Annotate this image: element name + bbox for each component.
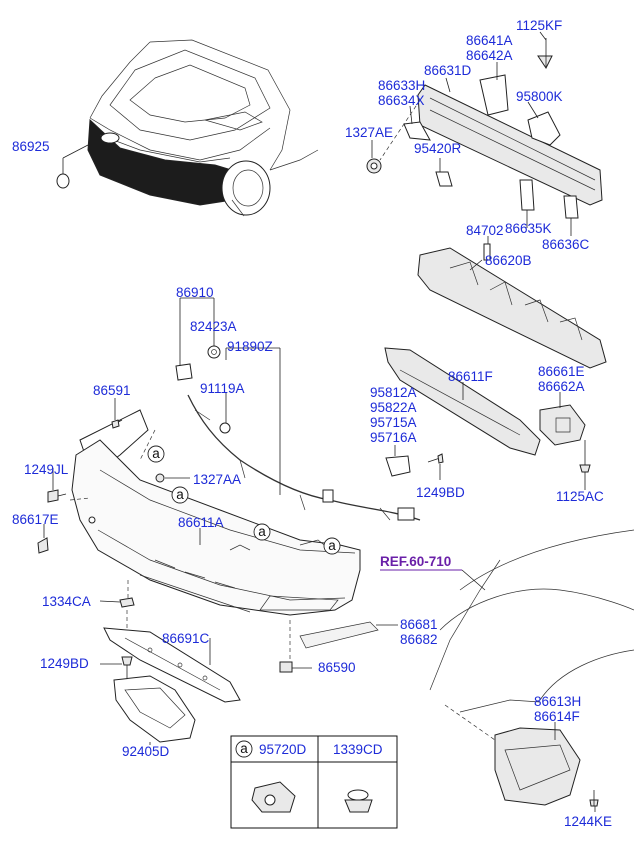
legend-marker: a <box>240 741 248 756</box>
part-label-86641a[interactable]: 86641A <box>466 33 513 48</box>
part-label-86631d[interactable]: 86631D <box>424 63 472 78</box>
part-labels: 86925 1125KF 86641A 86642A 86631D 86633H… <box>12 18 612 829</box>
part-label-86633h[interactable]: 86633H <box>378 78 425 93</box>
part-label-1327aa[interactable]: 1327AA <box>193 472 241 487</box>
part-label-86925[interactable]: 86925 <box>12 139 50 154</box>
part-label-1249bd-left[interactable]: 1249BD <box>40 656 89 671</box>
part-label-86691c[interactable]: 86691C <box>162 631 210 646</box>
callout-marker: a <box>258 524 266 539</box>
reference-link[interactable]: REF.60-710 <box>380 554 451 569</box>
callout-marker: a <box>152 446 160 461</box>
part-label-1249jl[interactable]: 1249JL <box>24 462 69 477</box>
part-label-95812a[interactable]: 95812A <box>370 385 417 400</box>
legend-labels: a 95720D 1339CD <box>235 740 383 758</box>
part-label-86591[interactable]: 86591 <box>93 383 131 398</box>
leader-lines <box>43 31 596 812</box>
part-label-1249bd-right[interactable]: 1249BD <box>416 485 465 500</box>
part-label-95715a[interactable]: 95715A <box>370 415 417 430</box>
wiring-harness <box>187 394 421 521</box>
part-label-86910[interactable]: 86910 <box>176 285 214 300</box>
part-label-86661e[interactable]: 86661E <box>538 364 585 379</box>
part-label-86635k[interactable]: 86635K <box>505 221 552 236</box>
part-label-95716a[interactable]: 95716A <box>370 430 417 445</box>
part-label-1327ae[interactable]: 1327AE <box>345 125 393 140</box>
part-label-86681[interactable]: 86681 <box>400 617 438 632</box>
part-label-86620b[interactable]: 86620B <box>485 253 532 268</box>
part-label-86636c[interactable]: 86636C <box>542 237 590 252</box>
part-label-82423a[interactable]: 82423A <box>190 319 237 334</box>
part-label-86634x[interactable]: 86634X <box>378 93 425 108</box>
part-label-86614f[interactable]: 86614F <box>534 709 580 724</box>
part-label-86611a[interactable]: 86611A <box>178 515 224 530</box>
part-label-1125kf[interactable]: 1125KF <box>516 18 562 33</box>
part-label-95800k[interactable]: 95800K <box>516 89 563 104</box>
part-label-91119a[interactable]: 91119A <box>200 381 245 396</box>
callout-marker: a <box>328 538 336 553</box>
legend-box <box>230 735 398 829</box>
part-label-86611f[interactable]: 86611F <box>448 369 493 384</box>
bumper-cover-group <box>37 345 361 616</box>
part-label-86617e[interactable]: 86617E <box>12 512 59 527</box>
part-label-92405d[interactable]: 92405D <box>122 744 170 759</box>
lower-parts-group <box>103 597 379 743</box>
legend-part-1339cd[interactable]: 1339CD <box>333 742 383 757</box>
callout-markers: a a a a <box>147 445 341 555</box>
part-label-86613h[interactable]: 86613H <box>534 694 581 709</box>
body-side-panel <box>429 529 634 807</box>
part-label-86682[interactable]: 86682 <box>400 632 438 647</box>
part-label-86590[interactable]: 86590 <box>318 660 356 675</box>
legend-part-95720d[interactable]: 95720D <box>259 742 307 757</box>
part-label-95420r[interactable]: 95420R <box>414 141 462 156</box>
sensor-unit-group <box>384 347 591 477</box>
part-label-1244ke[interactable]: 1244KE <box>564 814 612 829</box>
part-label-84702[interactable]: 84702 <box>466 223 504 238</box>
callout-marker: a <box>176 487 184 502</box>
part-label-95822a[interactable]: 95822A <box>370 400 417 415</box>
part-label-91890z[interactable]: 91890Z <box>227 339 273 354</box>
part-label-86662a[interactable]: 86662A <box>538 379 585 394</box>
part-label-86642a[interactable]: 86642A <box>466 48 513 63</box>
part-label-1125ac[interactable]: 1125AC <box>556 489 604 504</box>
part-label-1334ca[interactable]: 1334CA <box>42 594 91 609</box>
bumper-beam-group <box>366 38 607 369</box>
car-rear-view <box>56 39 319 217</box>
